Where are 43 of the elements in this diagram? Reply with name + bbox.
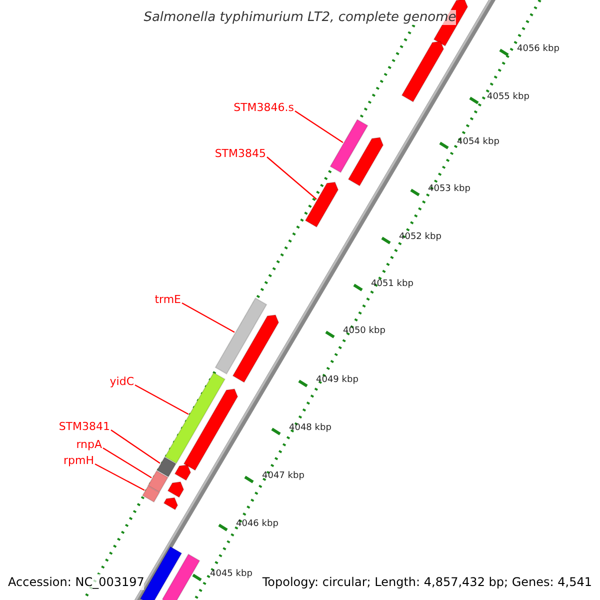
scale-label: 4055 kbp xyxy=(487,92,530,103)
scale-label: 4048 kbp xyxy=(289,423,332,434)
scale-label: 4052 kbp xyxy=(399,232,442,243)
gene-label: STM3846.s xyxy=(234,101,294,115)
gene-label: STM3845 xyxy=(214,147,266,161)
gene-bar xyxy=(142,485,160,503)
gene-label: trmE xyxy=(154,293,181,307)
leader-line xyxy=(134,384,189,415)
gene-label: rnpA xyxy=(76,438,102,452)
gene-label: rpmH xyxy=(64,454,94,468)
scale-label: 4045 kbp xyxy=(210,569,252,580)
leader-line xyxy=(294,110,344,143)
gene-bar xyxy=(147,470,169,493)
scale-label: 4054 kbp xyxy=(457,137,500,148)
gene-block xyxy=(183,388,238,471)
scale-label: 4049 kbp xyxy=(316,375,358,386)
gene-block xyxy=(348,136,384,186)
gene-block xyxy=(401,40,444,102)
gene-block xyxy=(232,314,280,383)
gene-bar xyxy=(330,118,368,174)
title: Salmonella typhimurium LT2, complete genome xyxy=(142,9,458,27)
gene-bar xyxy=(164,372,226,464)
leader-line xyxy=(110,430,160,464)
scale-label: 4047 kbp xyxy=(262,471,304,482)
gene-bar xyxy=(162,554,200,600)
leader-line xyxy=(102,447,152,478)
gene-block xyxy=(167,481,184,498)
leader-line xyxy=(266,156,317,200)
scale-label: 4053 kbp xyxy=(428,184,470,195)
gene-block xyxy=(163,497,178,510)
scale-label: 4051 kbp xyxy=(371,279,414,290)
genome-info-text: Topology: circular; Length: 4,857,432 bp; Genes: 4,541 xyxy=(262,574,592,590)
scale-label: 4056 kbp xyxy=(517,44,560,55)
gene-label: STM3841 xyxy=(58,420,110,434)
leader-line xyxy=(94,463,145,491)
accession-text: Accession: NC_003197 xyxy=(8,574,144,590)
gene-block xyxy=(304,182,339,228)
gene-bar xyxy=(214,297,268,375)
gene-bar xyxy=(156,456,177,478)
scale-label: 4046 kbp xyxy=(236,519,278,530)
scale-label: 4050 kbp xyxy=(343,326,386,337)
leader-line xyxy=(182,302,235,333)
gene-label: yidC xyxy=(110,375,134,389)
